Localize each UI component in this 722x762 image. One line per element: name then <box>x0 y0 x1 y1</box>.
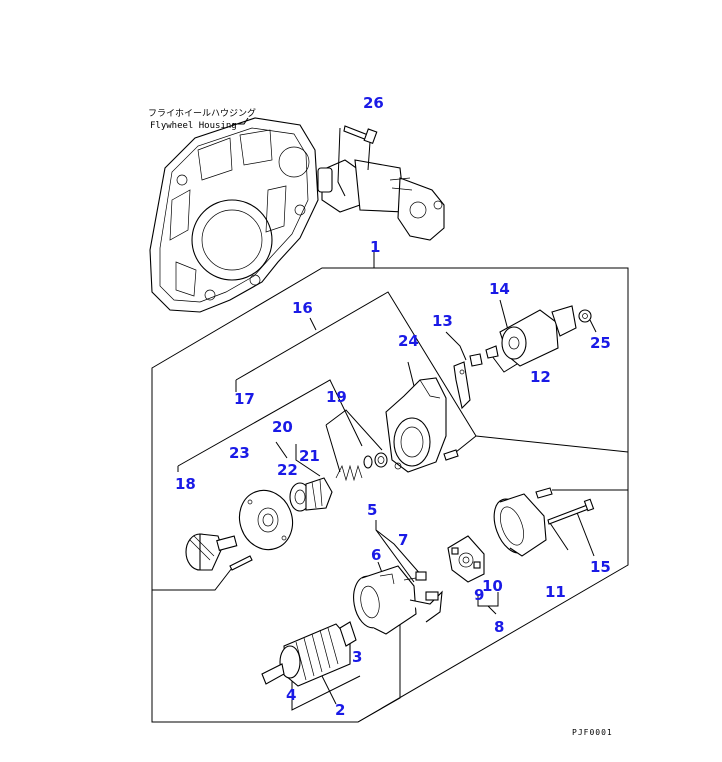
callout-23: 23 <box>229 444 250 462</box>
callout-2: 2 <box>335 701 345 719</box>
group-16-bracket <box>235 291 477 437</box>
callout-4: 4 <box>286 686 296 704</box>
through-bolt-15 <box>547 498 595 525</box>
rear-cover-11 <box>493 493 547 557</box>
callout-14: 14 <box>489 280 510 298</box>
pinion-shaft-18 <box>185 533 238 571</box>
brush-holder-9-10 <box>447 535 485 583</box>
bolt-26-leader <box>337 127 371 197</box>
housing-caption-leader <box>232 117 249 125</box>
housing-caption-jp: フライホイールハウジング <box>148 107 256 119</box>
drawing-reference-code: PJF0001 <box>572 728 613 737</box>
callout-19: 19 <box>326 388 347 406</box>
solenoid-12 <box>485 305 577 367</box>
leader-16 <box>309 317 317 331</box>
callout-26: 26 <box>363 94 384 112</box>
callout-8: 8 <box>494 618 504 636</box>
callout-18: 18 <box>175 475 196 493</box>
callout-11: 11 <box>545 583 566 601</box>
assembly-boundary <box>151 267 629 723</box>
screw-top-11 <box>535 487 553 499</box>
group-2-bracket <box>291 675 361 711</box>
nut-25 <box>578 309 592 323</box>
callout-12: 12 <box>530 368 551 386</box>
callout-25: 25 <box>590 334 611 352</box>
callout-22: 22 <box>277 461 298 479</box>
callout-16: 16 <box>292 299 313 317</box>
callout-1: 1 <box>370 238 380 256</box>
leader-15 <box>575 509 595 557</box>
starter-assembly <box>317 159 445 241</box>
callout-24: 24 <box>398 332 419 350</box>
leader-24-screw <box>455 435 477 453</box>
callout-15: 15 <box>590 558 611 576</box>
leader-14 <box>499 299 509 331</box>
callout-13: 13 <box>432 312 453 330</box>
leader-20 <box>295 444 321 477</box>
front-housing-24 <box>385 377 447 473</box>
group-24-right <box>475 435 629 453</box>
group-17-bracket <box>177 379 363 467</box>
spring-19 <box>335 452 388 482</box>
armature-3-4 <box>261 621 357 687</box>
housing-caption-en: Flywheel Housing <box>150 121 237 131</box>
callout-17: 17 <box>234 390 255 408</box>
leader-24 <box>407 361 415 387</box>
yoke-5 <box>353 565 443 635</box>
callout-numbers: 26 1 16 14 13 25 24 12 17 19 20 23 21 22… <box>175 94 611 719</box>
lever-13 <box>453 353 483 410</box>
callout-9: 9 <box>474 586 484 604</box>
callout-6: 6 <box>371 546 381 564</box>
group-23-bracket <box>152 567 233 591</box>
callout-20: 20 <box>272 418 293 436</box>
leader-8 <box>487 605 497 615</box>
plate-23 <box>238 489 294 551</box>
leader-25 <box>589 319 597 333</box>
leader-7 <box>375 529 423 577</box>
leader-13 <box>445 331 467 361</box>
leader-bottom-join <box>357 612 401 723</box>
group-20-bracket <box>275 441 288 459</box>
clutch-21-22 <box>289 477 333 512</box>
callout-3: 3 <box>352 648 362 666</box>
callout-7: 7 <box>398 531 408 549</box>
leader-2 <box>321 675 337 705</box>
leader-15-a <box>547 519 569 551</box>
screw-24 <box>443 449 459 461</box>
callout-10: 10 <box>482 577 503 595</box>
bolt-26 <box>343 125 378 145</box>
callout-5: 5 <box>367 501 377 519</box>
group-19-bracket <box>325 409 383 473</box>
screw-23b <box>229 555 253 571</box>
flywheel-housing <box>149 117 319 313</box>
callout-21: 21 <box>299 447 320 465</box>
